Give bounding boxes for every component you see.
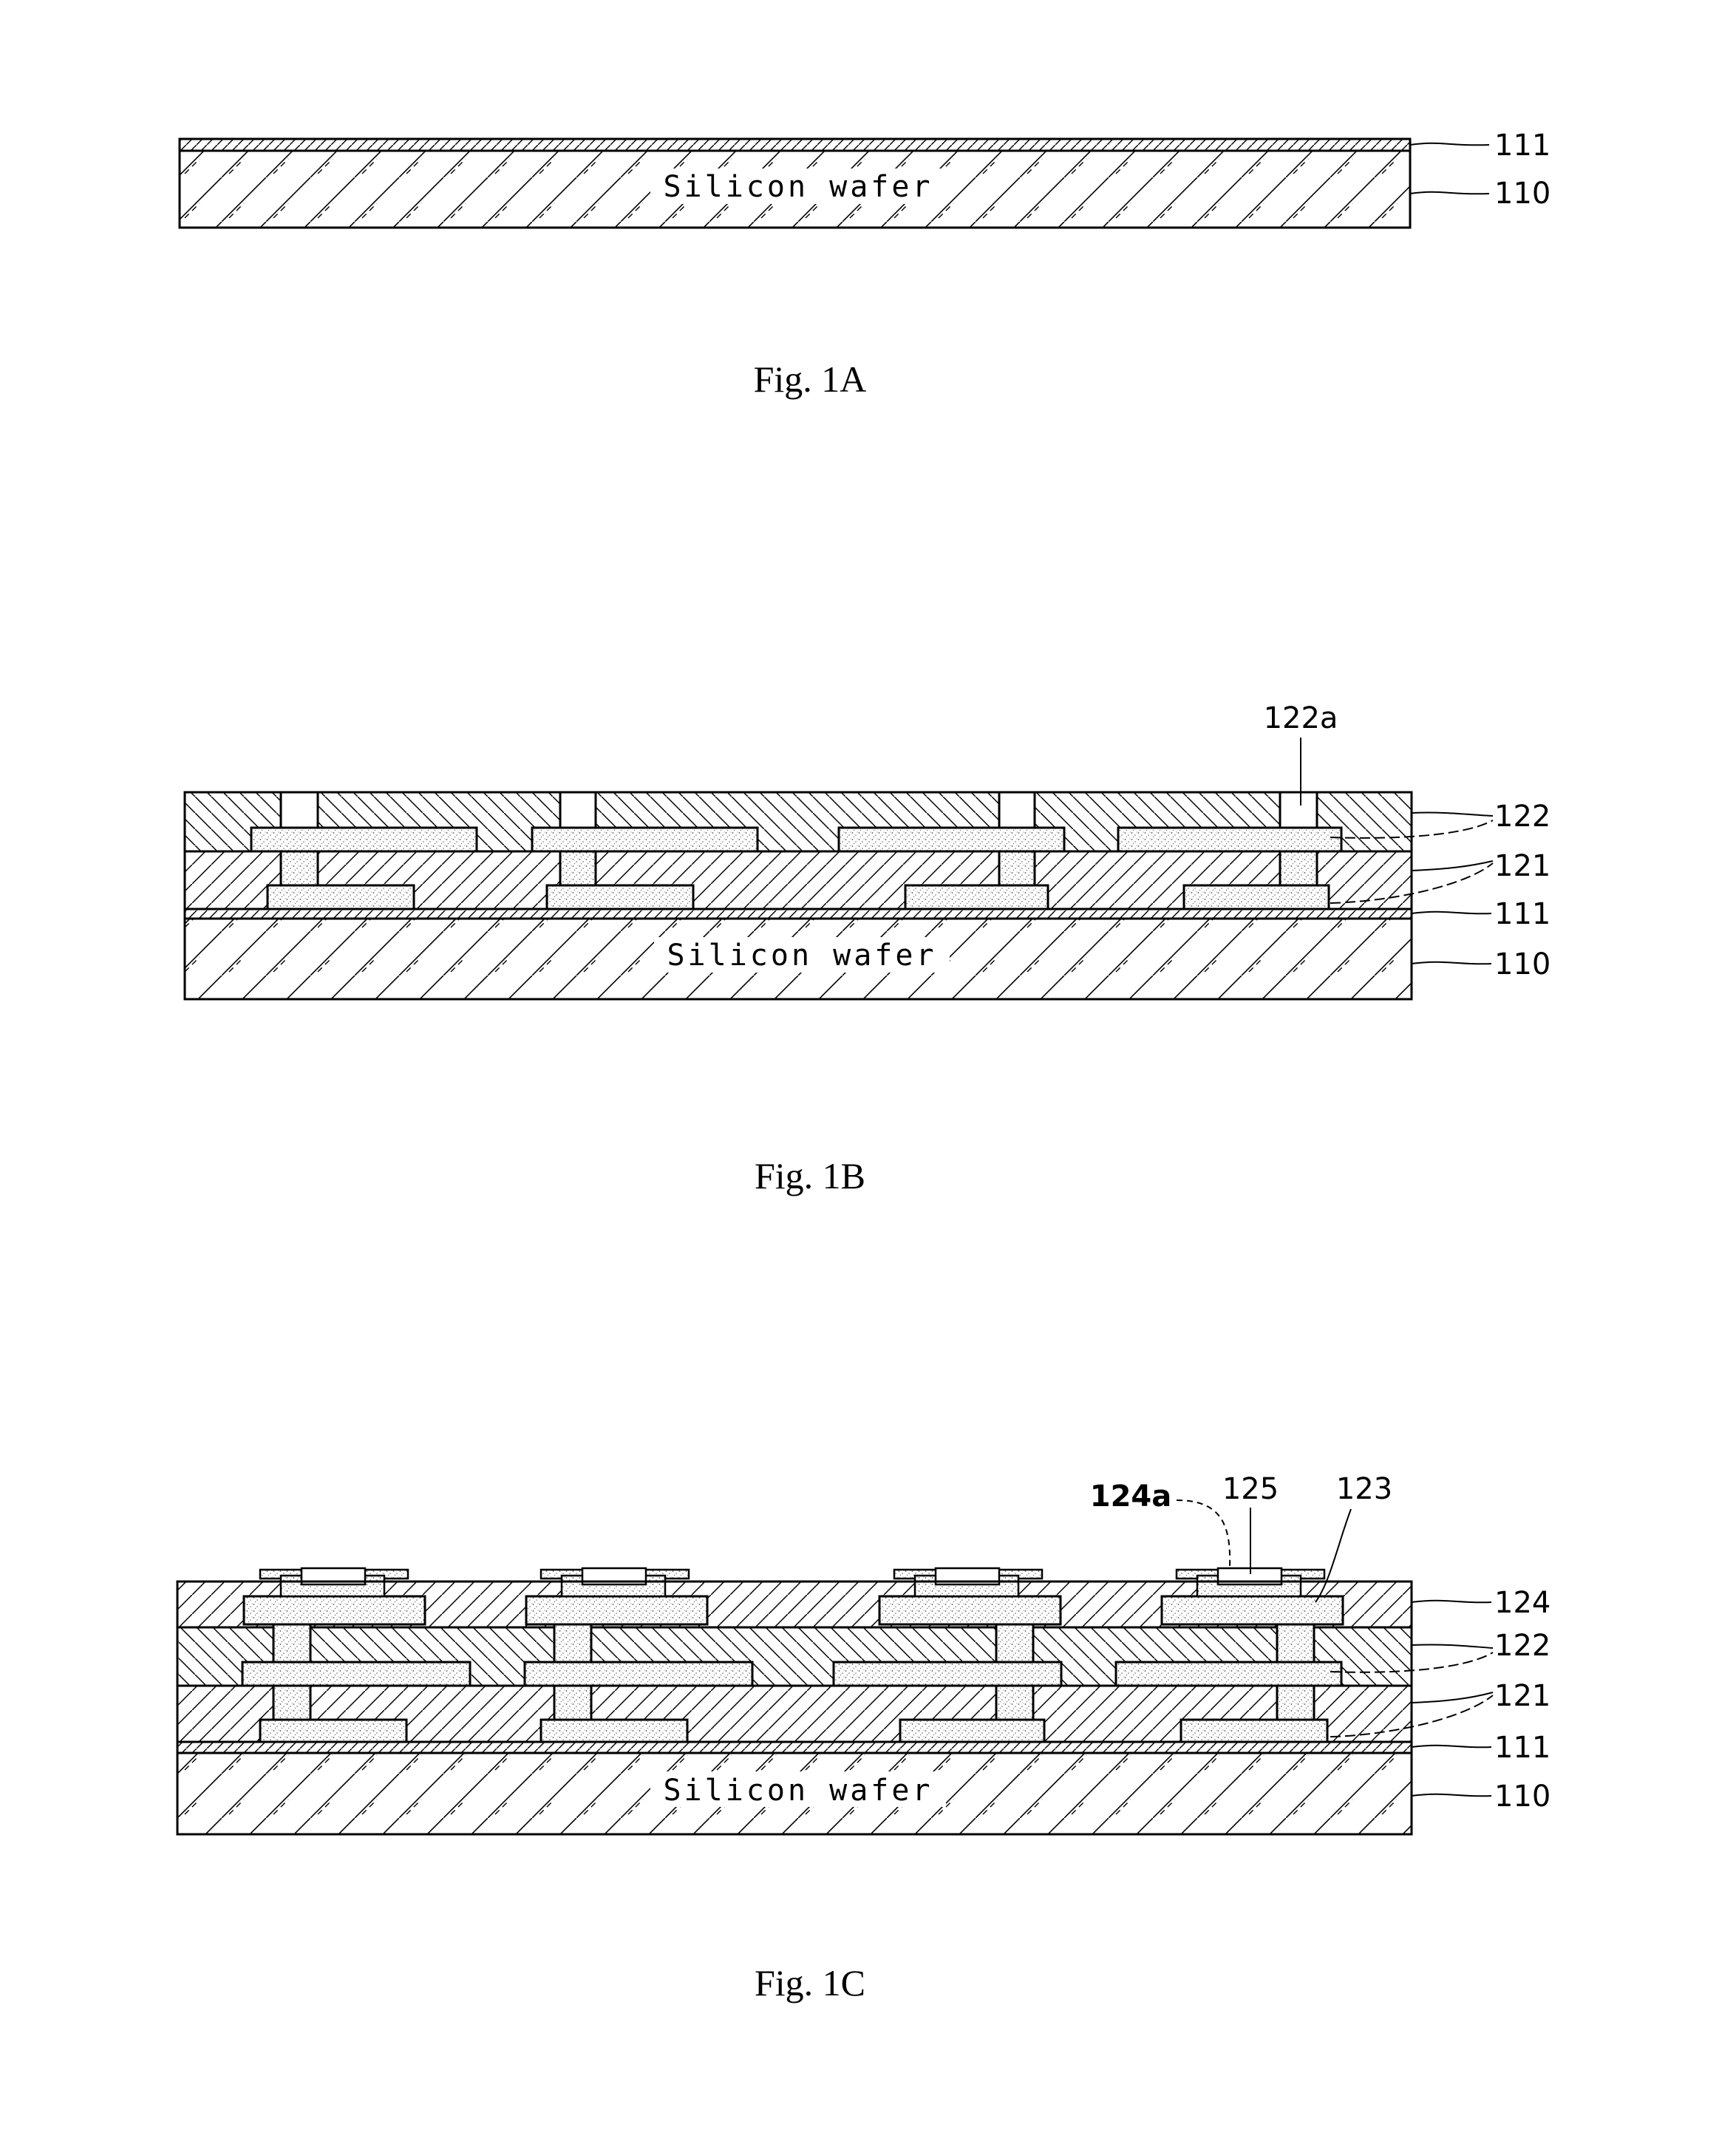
label-122: 122 xyxy=(1494,1629,1551,1663)
label-111: 111 xyxy=(1494,129,1551,163)
leader-121 xyxy=(1412,861,1493,871)
label-125: 125 xyxy=(1222,1472,1279,1506)
leader-121 xyxy=(1412,1692,1493,1703)
label-124: 124 xyxy=(1494,1586,1551,1620)
figure-1b: Silicon wafer xyxy=(185,701,1551,1196)
label-121: 121 xyxy=(1494,1679,1551,1713)
layer-111 xyxy=(185,909,1412,919)
silicon-wafer-label: Silicon wafer xyxy=(667,939,936,973)
leader-110 xyxy=(1412,962,1491,964)
caption-fig-1a: Fig. 1A xyxy=(754,358,867,400)
label-111: 111 xyxy=(1494,1731,1551,1765)
label-123: 123 xyxy=(1336,1472,1392,1506)
layer-111 xyxy=(177,1742,1412,1753)
figure-1a: Silicon wafer 111 110 Fig. 1A xyxy=(180,129,1551,400)
leader-110 xyxy=(1410,192,1489,194)
leader-110 xyxy=(1412,1794,1491,1797)
leader-111 xyxy=(1412,1746,1491,1748)
silicon-wafer-label: Silicon wafer xyxy=(663,1774,933,1808)
leader-111 xyxy=(1412,912,1491,914)
label-122: 122 xyxy=(1494,800,1551,834)
label-124a: 124a xyxy=(1090,1480,1172,1514)
leader-111 xyxy=(1410,143,1489,146)
label-122a: 122a xyxy=(1264,701,1338,735)
caption-fig-1b: Fig. 1B xyxy=(755,1155,865,1196)
layer-111 xyxy=(180,139,1410,151)
figure-1c: Silicon wafer xyxy=(177,1472,1551,2003)
leader-122 xyxy=(1412,813,1493,816)
leader-124 xyxy=(1412,1601,1491,1603)
label-111: 111 xyxy=(1494,897,1551,931)
label-110: 110 xyxy=(1494,177,1551,211)
silicon-wafer-label: Silicon wafer xyxy=(663,170,933,204)
leader-124a xyxy=(1177,1500,1230,1567)
label-110: 110 xyxy=(1494,947,1551,981)
label-121: 121 xyxy=(1494,849,1551,883)
caption-fig-1c: Fig. 1C xyxy=(755,1962,865,2003)
label-110: 110 xyxy=(1494,1780,1551,1814)
leader-122 xyxy=(1412,1644,1493,1648)
